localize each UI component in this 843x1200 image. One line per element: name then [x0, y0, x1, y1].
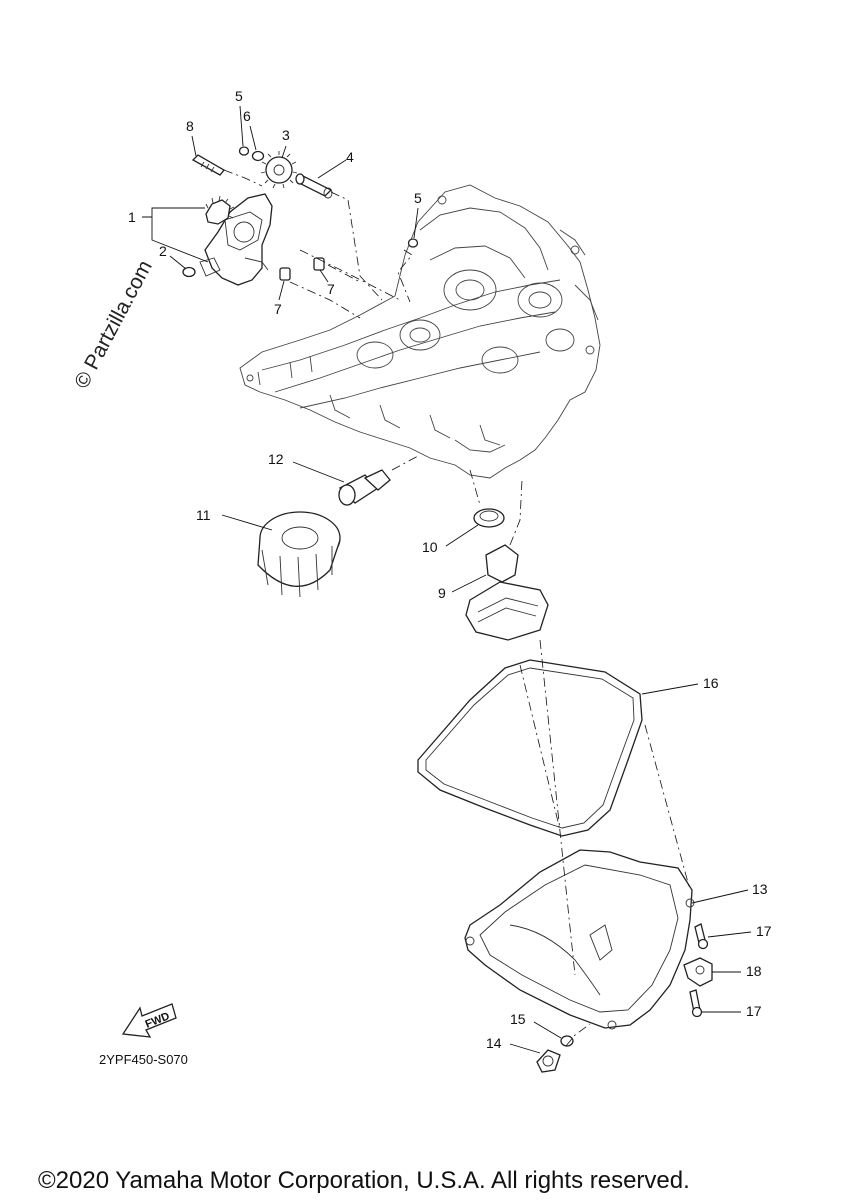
part-7-dowel-pins — [279, 257, 325, 281]
callout-16: 16 — [703, 675, 719, 691]
part-9-strainer — [465, 544, 549, 641]
part-4-shaft — [295, 173, 333, 199]
callout-8: 8 — [186, 118, 194, 134]
callout-7-lower: 7 — [274, 301, 282, 317]
part-5-clip — [238, 146, 250, 156]
part-8-bolt — [191, 154, 225, 176]
part-18-clamp — [683, 957, 713, 987]
watermark: © Partzilla.com — [70, 257, 157, 393]
callout-5-top: 5 — [235, 88, 243, 104]
callouts: 1 2 3 4 5 5 6 7 7 8 9 10 11 — [128, 88, 772, 1054]
callout-15: 15 — [510, 1011, 526, 1027]
part-11-oil-filter — [257, 511, 341, 598]
fwd-arrow-icon: FWD — [121, 1003, 177, 1038]
part-10-seal — [473, 508, 505, 528]
part-14-drain-bolt — [536, 1049, 561, 1073]
callout-6: 6 — [243, 108, 251, 124]
part-6-washer — [251, 150, 265, 162]
callout-10: 10 — [422, 539, 438, 555]
callout-17-upper: 17 — [756, 923, 772, 939]
part-15-washer — [560, 1035, 574, 1047]
part-12-fitting — [338, 469, 391, 506]
part-5-clip-case — [407, 238, 419, 248]
part-17-bolt-upper — [694, 923, 709, 950]
part-17-bolt-lower — [689, 989, 703, 1018]
callout-13: 13 — [752, 881, 768, 897]
callout-1: 1 — [128, 209, 136, 225]
callout-2: 2 — [159, 243, 167, 259]
crankcase-illustration — [239, 184, 601, 479]
copyright-footer: ©2020 Yamaha Motor Corporation, U.S.A. A… — [38, 1167, 690, 1194]
callout-14: 14 — [486, 1035, 502, 1051]
callout-11: 11 — [196, 507, 211, 523]
part-13-oil-pan — [464, 849, 695, 1030]
part-16-gasket — [417, 659, 643, 837]
assembly-lines — [223, 169, 691, 1047]
callout-17-lower: 17 — [746, 1003, 762, 1019]
diagram-code: 2YPF450-S070 — [99, 1052, 188, 1067]
callout-18: 18 — [746, 963, 762, 979]
part-2-washer — [182, 266, 196, 278]
callout-9: 9 — [438, 585, 446, 601]
callout-3: 3 — [282, 127, 290, 143]
callout-4: 4 — [346, 149, 354, 165]
oil-pump-assembly — [199, 193, 273, 286]
callout-12: 12 — [268, 451, 284, 467]
part-3-gear — [260, 151, 298, 189]
callout-5-case: 5 — [414, 190, 422, 206]
callout-7-right: 7 — [327, 281, 335, 297]
